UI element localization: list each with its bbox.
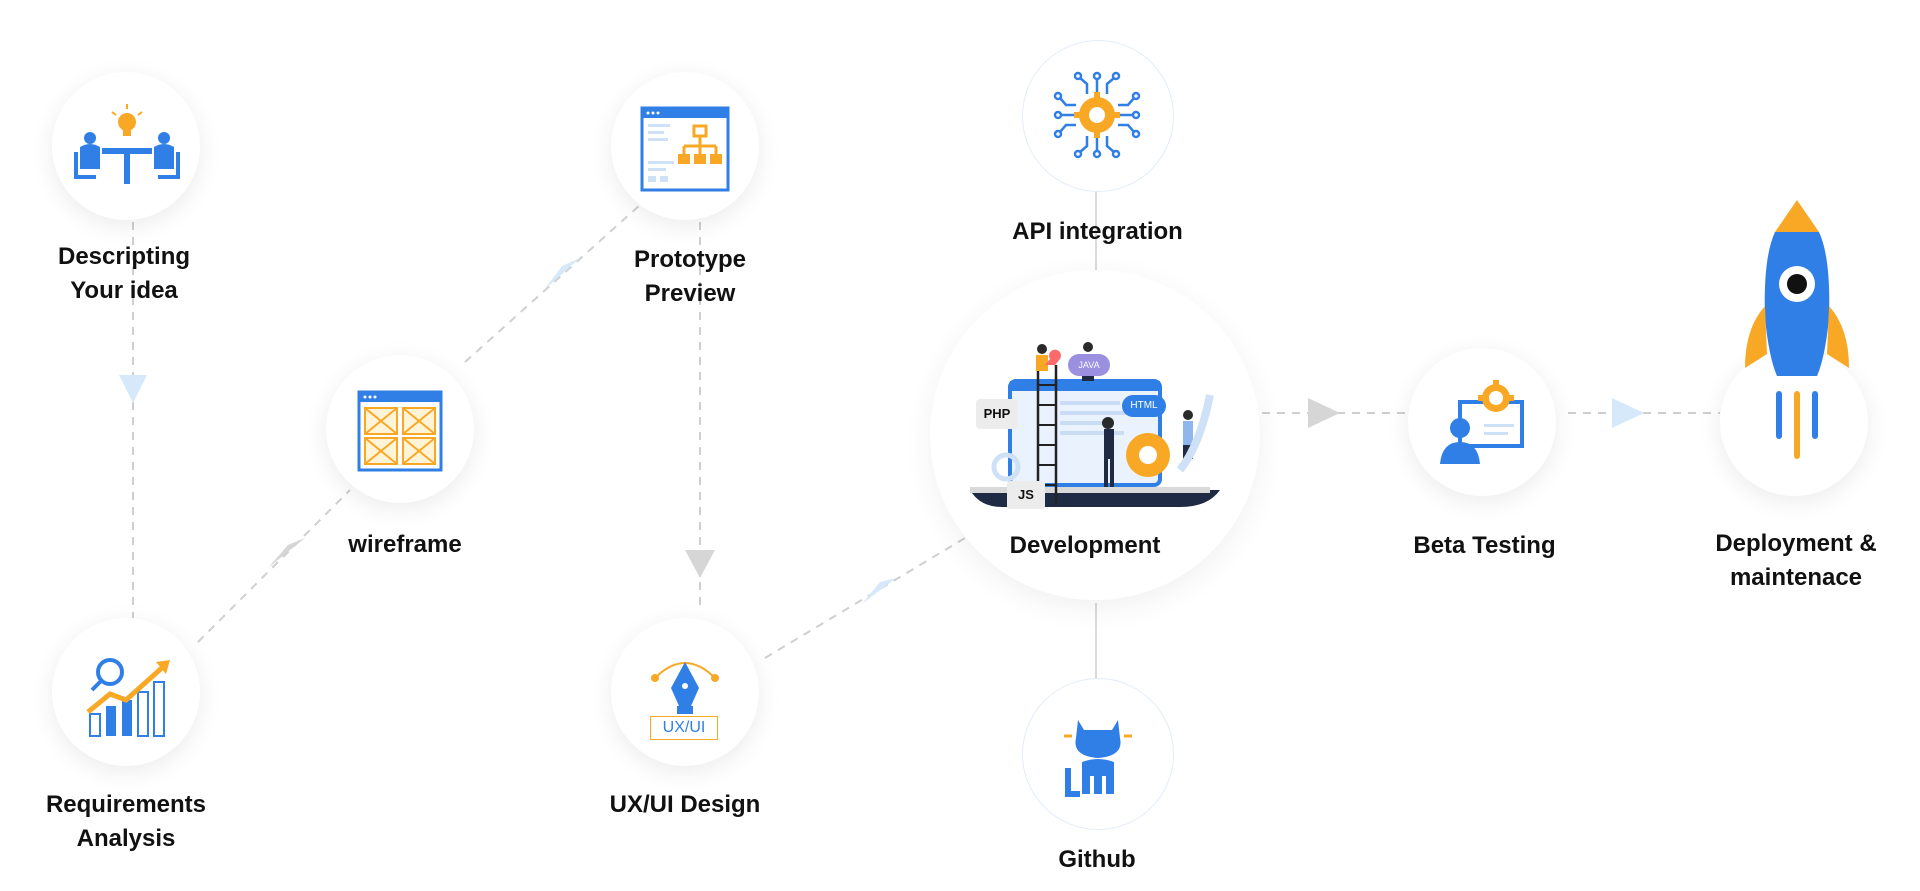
beta-testing-icon bbox=[1440, 380, 1524, 464]
arrow-up-right bbox=[544, 258, 580, 290]
tag-php: PHP bbox=[976, 399, 1018, 429]
api-gear-circuit-icon bbox=[1053, 71, 1141, 159]
wireframe-icon bbox=[357, 390, 443, 472]
arrow-up-right bbox=[268, 538, 305, 568]
arrow-up-right bbox=[862, 578, 896, 604]
label-wireframe: wireframe bbox=[348, 531, 462, 558]
node-describing-idea bbox=[52, 72, 200, 220]
label-github: Github bbox=[1058, 846, 1136, 873]
arrow-down bbox=[685, 550, 715, 578]
label-development: Development bbox=[1009, 532, 1161, 559]
node-requirements bbox=[52, 618, 200, 766]
rocket-icon bbox=[1745, 200, 1849, 459]
arrow-right bbox=[1308, 398, 1340, 428]
arrow-right bbox=[1612, 398, 1644, 428]
analysis-chart-icon bbox=[86, 658, 170, 737]
label-uxui: UX/UI Design bbox=[609, 791, 761, 818]
tag-js: JS bbox=[1007, 481, 1045, 509]
prototype-icon bbox=[640, 106, 730, 192]
label-deployment: Deployment &maintenace bbox=[1715, 530, 1877, 591]
arrow-down bbox=[119, 375, 147, 403]
pen-tool-icon bbox=[651, 662, 719, 714]
github-cat-icon bbox=[1064, 720, 1132, 797]
label-api: API integration bbox=[1012, 218, 1183, 245]
tag-java: JAVA bbox=[1068, 354, 1110, 376]
tag-html: HTML bbox=[1122, 395, 1166, 417]
label-beta: Beta Testing bbox=[1413, 532, 1556, 559]
meeting-idea-icon bbox=[74, 104, 180, 184]
uxui-badge: UX/UI bbox=[650, 716, 718, 740]
